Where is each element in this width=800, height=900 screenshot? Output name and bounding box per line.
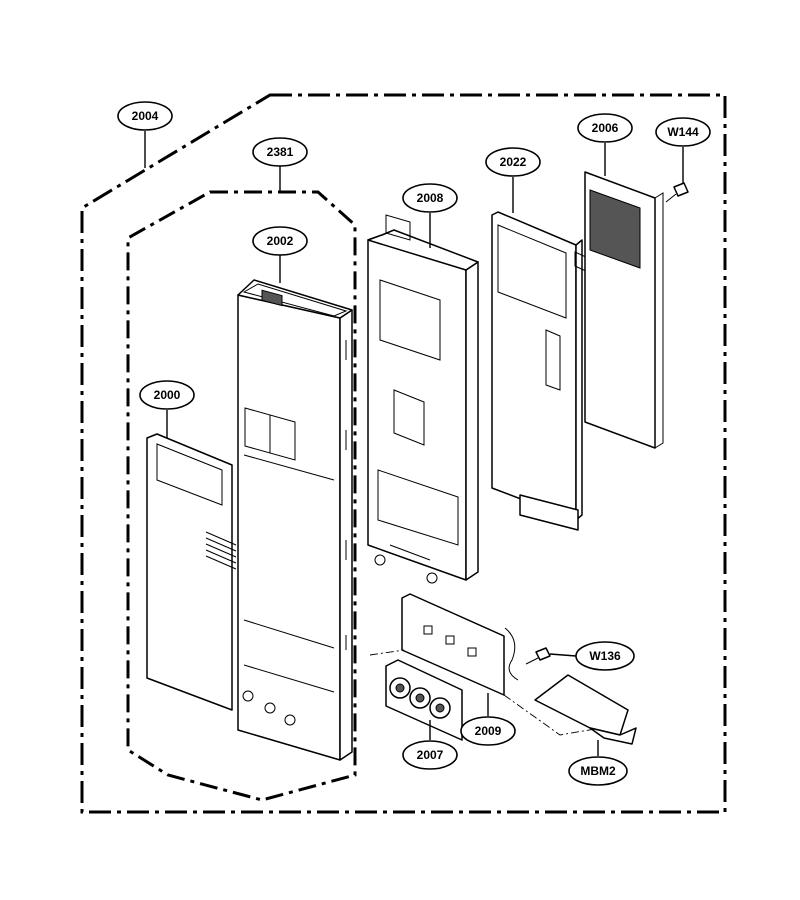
- part-2006-display-board: [584, 171, 664, 449]
- callout-2002-text: 2002: [267, 234, 294, 248]
- callout-2022: 2022: [485, 147, 541, 177]
- part-mbm2-clip: [534, 674, 637, 745]
- callout-2002: 2002: [252, 226, 308, 256]
- part-2008-bracket: [367, 214, 479, 584]
- callout-2009-text: 2009: [475, 724, 502, 738]
- part-2009-button-board: [369, 593, 619, 736]
- assembly-boundary-2004: [80, 93, 727, 814]
- callout-2381: 2381: [252, 137, 308, 167]
- callout-2006-text: 2006: [592, 121, 619, 135]
- callout-2000: 2000: [139, 380, 195, 410]
- callout-2009: 2009: [460, 716, 516, 746]
- callout-2007: 2007: [402, 740, 458, 770]
- part-w136-screw: [525, 647, 551, 665]
- callout-w144: W144: [655, 117, 711, 147]
- part-2022-pcb: [491, 211, 589, 531]
- callout-mbm2: MBM2: [568, 756, 628, 786]
- callout-2022-text: 2022: [500, 155, 527, 169]
- callout-w136-text: W136: [589, 649, 621, 663]
- part-w144-screw: [665, 182, 689, 203]
- callout-w136: W136: [575, 641, 635, 671]
- callout-mbm2-text: MBM2: [580, 764, 616, 778]
- callout-2008: 2008: [402, 183, 458, 213]
- callout-2006: 2006: [577, 113, 633, 143]
- part-2002-panel-frame: [237, 279, 353, 761]
- callout-2381-text: 2381: [267, 145, 294, 159]
- callout-2004-text: 2004: [132, 109, 159, 123]
- callout-2000-text: 2000: [154, 388, 181, 402]
- callout-2008-text: 2008: [417, 191, 444, 205]
- part-2007-knobs: [385, 659, 463, 741]
- part-2000-membrane: [146, 433, 237, 711]
- callout-2004: 2004: [117, 101, 173, 131]
- callout-2007-text: 2007: [417, 748, 444, 762]
- callout-w144-text: W144: [667, 125, 699, 139]
- leader-lines: [144, 131, 684, 756]
